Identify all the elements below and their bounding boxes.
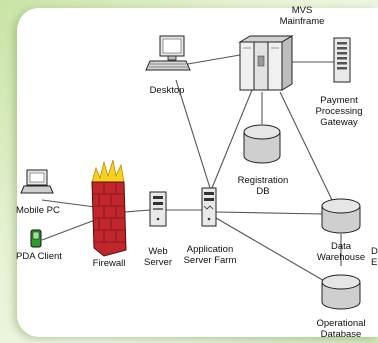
label-operational-database: Operational Database	[316, 318, 366, 340]
label-desktop: Desktop	[149, 85, 185, 96]
link-desktop-mainframe	[181, 54, 241, 66]
pda-icon	[30, 229, 42, 248]
laptop-icon	[20, 169, 54, 194]
label-mvs-mainframe: MVS Mainframe	[279, 5, 325, 27]
label-firewall: Firewall	[92, 258, 126, 269]
firewall-icon	[91, 159, 127, 257]
database-icon	[321, 198, 361, 234]
link-desktop-appfarm	[175, 79, 211, 189]
label-payment-gateway: Payment Processing Gateway	[315, 95, 363, 128]
label-web-server: Web Server	[144, 246, 172, 268]
label-app-server-farm: Application Server Farm	[183, 244, 237, 266]
label-mobile-pc: Mobile PC	[16, 205, 60, 216]
label-edge-fragment: D E	[371, 246, 378, 268]
label-registration-db: Registration DB	[237, 175, 289, 197]
connections	[41, 54, 342, 283]
link-firewall-webserver	[124, 209, 151, 213]
label-pda-client: PDA Client	[16, 251, 62, 262]
desktop-icon	[145, 35, 191, 71]
gateway-icon	[333, 37, 351, 83]
link-mobile-firewall	[41, 199, 96, 208]
server-icon	[149, 191, 167, 227]
link-appfarm-mainframe	[211, 89, 253, 189]
server-icon	[201, 187, 217, 227]
link-appfarm-warehouse	[215, 211, 323, 215]
mainframe-icon	[238, 35, 294, 91]
link-appfarm-operational	[215, 217, 327, 283]
link-pda-firewall	[41, 219, 96, 241]
database-icon	[321, 274, 361, 310]
database-icon	[243, 124, 281, 164]
link-mainframe-warehouse	[279, 91, 333, 201]
label-data-warehouse: Data Warehouse	[316, 241, 366, 263]
